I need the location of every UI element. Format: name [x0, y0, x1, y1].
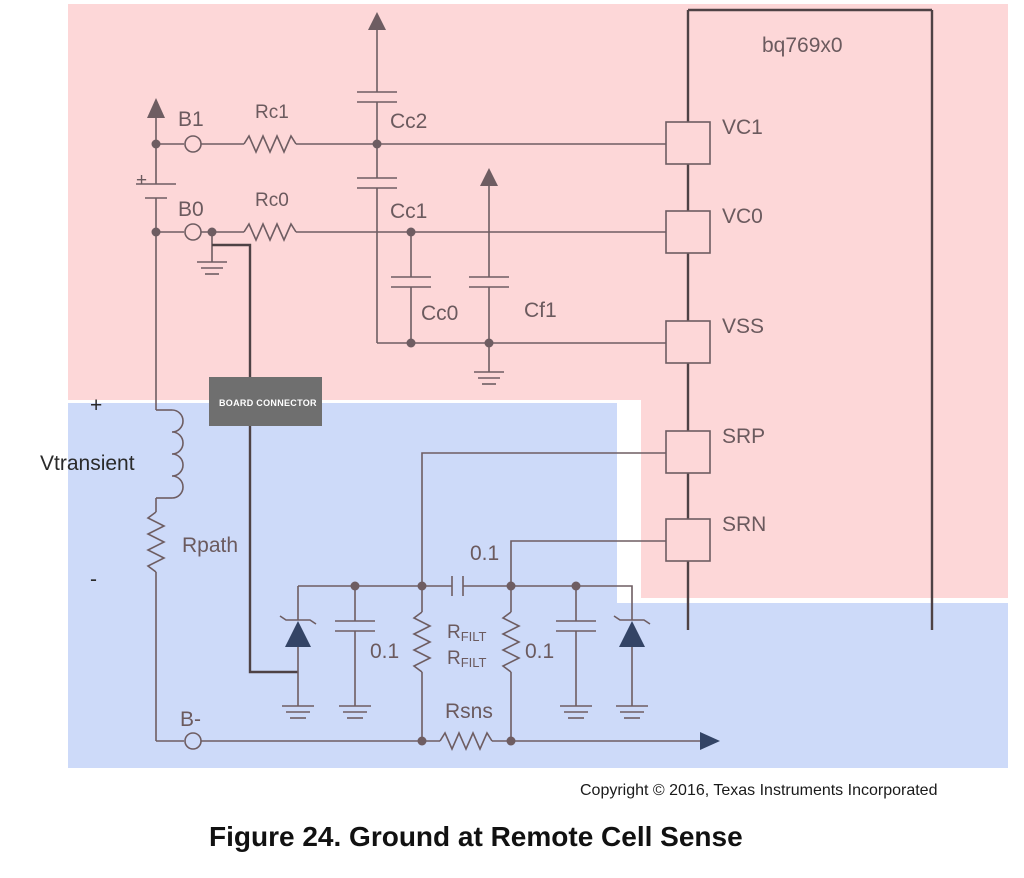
- capacitor-cc1-label: Cc1: [390, 200, 427, 223]
- chip-name: bq769x0: [762, 34, 843, 57]
- pin-label-vss: VSS: [722, 315, 764, 338]
- top-wiring: [136, 12, 666, 410]
- resistor-rc1-label: Rc1: [255, 102, 289, 123]
- rfilt-label-top: RFILT: [447, 622, 487, 644]
- capacitor-cc0-label: Cc0: [421, 302, 458, 325]
- pin-box-vss: [665, 320, 711, 364]
- pin-label-vc1: VC1: [722, 116, 763, 139]
- copyright-text: Copyright © 2016, Texas Instruments Inco…: [580, 782, 937, 799]
- resistor-rc0-label: Rc0: [255, 190, 289, 211]
- pin-label-srp: SRP: [722, 425, 765, 448]
- top-junctions: [151, 139, 494, 348]
- pin-box-vc0: [665, 210, 711, 254]
- bottom-junctions: [350, 581, 581, 746]
- transient-path: [146, 409, 720, 751]
- vtransient-plus-label: +: [90, 394, 102, 417]
- pin-boxes: [665, 121, 711, 562]
- rfilt-label-bottom: RFILT: [447, 648, 487, 670]
- pin-box-vc1: [665, 121, 711, 165]
- right-filter-value-label: 0.1: [525, 640, 554, 663]
- pin-box-srn: [665, 518, 711, 562]
- pink-region: [68, 4, 1008, 598]
- board-connector: [209, 243, 322, 674]
- capacitor-cc2-label: Cc2: [390, 110, 427, 133]
- capacitor-cf1-label: Cf1: [524, 299, 557, 322]
- board-connector-label: BOARD CONNECTOR: [219, 398, 317, 408]
- pin-label-vc0: VC0: [722, 205, 763, 228]
- pin-label-srn: SRN: [722, 513, 766, 536]
- figure-caption: Figure 24. Ground at Remote Cell Sense: [209, 821, 743, 852]
- pin-box-srp: [665, 430, 711, 474]
- filter-network: [279, 452, 666, 741]
- battery-plus-label: +: [136, 170, 147, 191]
- vtransient-label: Vtransient: [40, 452, 135, 475]
- terminal-b1-label: B1: [178, 108, 204, 131]
- resistor-rsns-label: Rsns: [445, 700, 493, 723]
- resistor-rpath-label: Rpath: [182, 534, 238, 557]
- vtransient-minus-label: -: [90, 568, 97, 591]
- terminal-b0-label: B0: [178, 198, 204, 221]
- terminal-bminus-label: B-: [180, 708, 201, 731]
- left-filter-value-label: 0.1: [370, 640, 399, 663]
- series-cap-value-label: 0.1: [470, 542, 499, 565]
